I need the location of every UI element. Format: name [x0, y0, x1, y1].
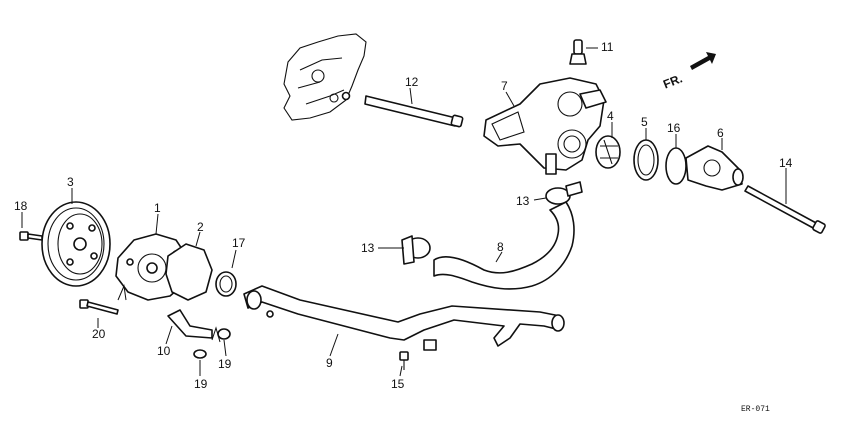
part-19-clamp-right — [211, 326, 231, 357]
figure-code: ER-071 — [741, 405, 770, 414]
callout-9: 9 — [326, 356, 333, 370]
callout-1: 1 — [154, 201, 161, 215]
callout-6: 6 — [717, 126, 724, 140]
callout-17: 17 — [232, 236, 246, 250]
part-17-o-ring — [215, 249, 237, 297]
engine-block-fragment — [283, 33, 367, 121]
callout-7: 7 — [501, 79, 508, 93]
part-16-o-ring — [665, 134, 687, 185]
front-direction-arrow-icon: FR. — [661, 52, 716, 92]
callout-13-upper: 13 — [516, 194, 530, 208]
callout-3: 3 — [67, 175, 74, 189]
part-8-coolant-hose — [433, 201, 575, 290]
callout-14: 14 — [779, 156, 793, 170]
callout-10: 10 — [157, 344, 171, 358]
part-2-pump-gasket — [165, 231, 213, 301]
part-4-thermostat — [595, 122, 621, 169]
part-7-thermostat-housing — [483, 77, 607, 175]
part-11-sensor — [569, 39, 598, 65]
part-13-hose-clamp-upper — [533, 181, 583, 205]
callout-2: 2 — [197, 220, 204, 234]
callout-20: 20 — [92, 327, 106, 341]
callout-19-left: 19 — [194, 377, 208, 391]
part-13-hose-clamp-lower — [378, 235, 431, 265]
callout-15: 15 — [391, 377, 405, 391]
part-20-bolt — [79, 284, 127, 328]
part-10-bypass-pipe — [165, 309, 213, 345]
callout-8: 8 — [497, 240, 504, 254]
part-6-thermostat-cover — [685, 138, 744, 191]
callout-11: 11 — [601, 40, 614, 54]
part-9-water-pipe — [243, 285, 565, 357]
part-5-gasket — [633, 128, 659, 181]
callout-4: 4 — [607, 109, 614, 123]
callout-18: 18 — [14, 199, 28, 213]
callout-16: 16 — [667, 121, 681, 135]
callout-12: 12 — [405, 75, 419, 89]
part-14-bolt — [744, 168, 826, 234]
callout-5: 5 — [641, 115, 648, 129]
direction-label: FR. — [661, 71, 684, 91]
part-19-clamp-left — [193, 349, 207, 376]
part-12-long-bolt — [364, 87, 464, 128]
part-3-pulley — [41, 188, 111, 287]
part-18-bolt — [19, 212, 43, 241]
callout-19-right: 19 — [218, 357, 232, 371]
part-15-bolt — [399, 351, 409, 377]
callout-13-lower: 13 — [361, 241, 375, 255]
